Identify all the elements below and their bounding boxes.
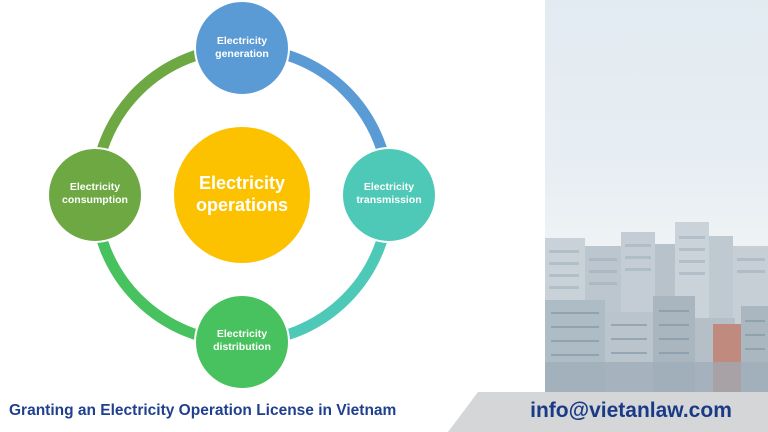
center-node (174, 127, 310, 263)
footer-title: Granting an Electricity Operation Licens… (9, 402, 397, 419)
node-generation (194, 0, 290, 96)
cycle-diagram (47, 0, 437, 390)
center-node-label: Electricity operations (195, 173, 288, 215)
node-transmission (341, 147, 437, 243)
node-generation-label: Electricity generation (215, 35, 269, 60)
node-consumption (47, 147, 143, 243)
cityscape-image (545, 0, 768, 395)
node-distribution-label: Electricity distribution (213, 328, 271, 353)
footer-email[interactable]: info@vietanlaw.com (530, 399, 732, 422)
footer-bar (0, 392, 768, 432)
footer-email-panel (448, 392, 768, 432)
cityscape-illustration (545, 222, 768, 395)
node-consumption-label: Electricity consumption (62, 181, 128, 206)
photo-haze-overlay (545, 0, 768, 395)
node-transmission-label: Electricity transmission (356, 181, 422, 206)
node-distribution (194, 294, 290, 390)
